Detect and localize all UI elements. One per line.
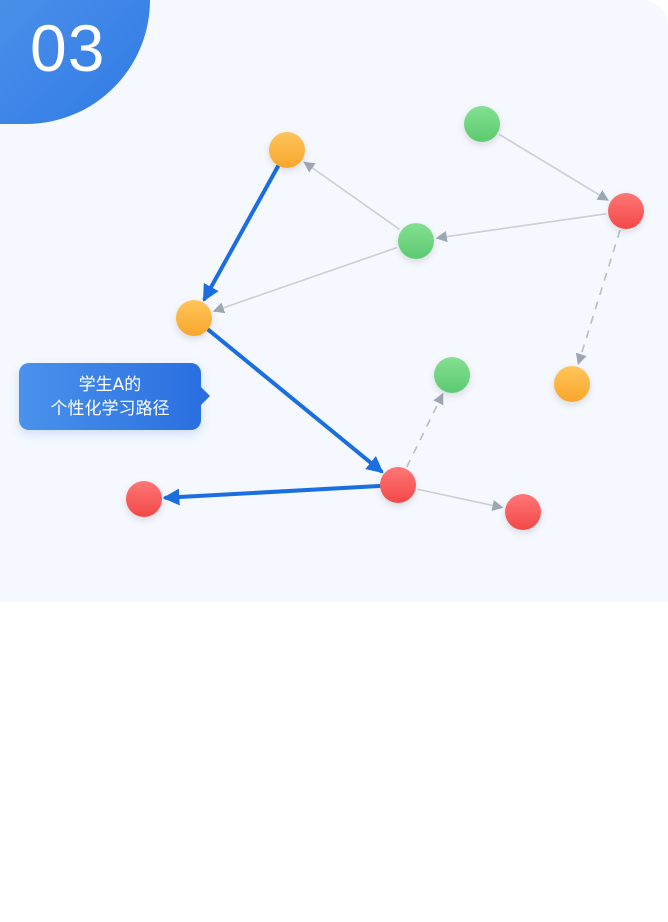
step-badge: 03 <box>0 0 150 124</box>
node-n6-green <box>434 357 470 393</box>
node-n5-orange <box>176 300 212 336</box>
edge-n4-n5 <box>212 246 398 314</box>
nodes-layer <box>126 106 644 530</box>
edge-n3-n7 <box>575 229 621 366</box>
edge-n8-n6 <box>406 392 444 468</box>
node-n4-green <box>398 223 434 259</box>
node-n8-red <box>380 467 416 503</box>
edge-n8-n10 <box>417 488 504 511</box>
edge-n3-n4 <box>435 213 607 243</box>
node-n7-orange <box>554 366 590 402</box>
step-number: 03 <box>30 11 106 85</box>
node-n2-green <box>464 106 500 142</box>
diagram-card: 03 <box>0 0 644 530</box>
node-n10-red <box>505 494 541 530</box>
edge-n4-n1 <box>303 161 401 231</box>
callout-pointer <box>199 385 210 407</box>
callout-line-1: 学生A的 <box>78 374 142 395</box>
path-segment-n1-n5 <box>202 164 280 302</box>
edges-layer <box>212 133 621 511</box>
path-segment-n5-n8 <box>206 328 384 474</box>
learning-path-graph <box>126 106 644 530</box>
node-n3-red <box>608 193 644 229</box>
node-n1-orange <box>269 132 305 168</box>
student-path-callout: 学生A的 个性化学习路径 <box>19 363 201 430</box>
node-n9-red <box>126 481 162 517</box>
edge-n2-n3 <box>498 133 609 201</box>
path-segment-n8-n9 <box>162 484 382 506</box>
callout-line-2: 个性化学习路径 <box>50 398 170 419</box>
student-path-layer <box>162 164 384 506</box>
